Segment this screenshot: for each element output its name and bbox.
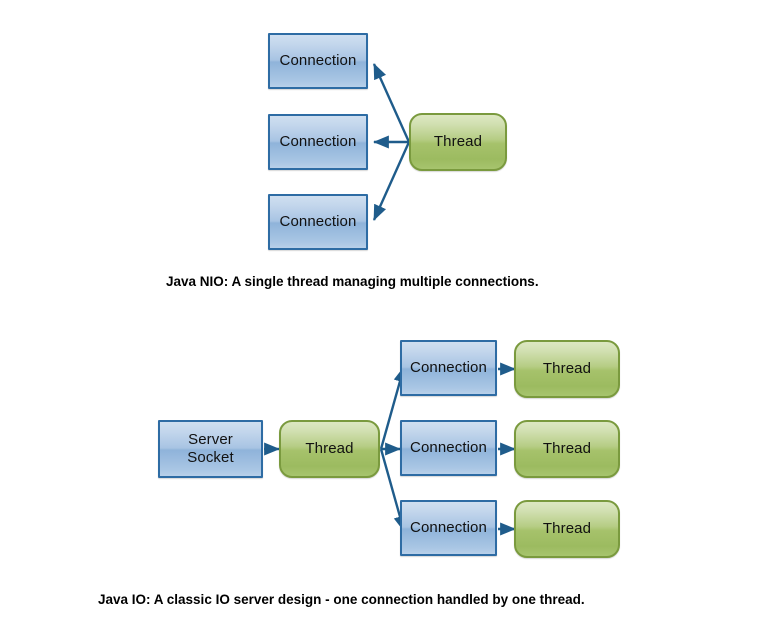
node-label: Server Socket [187,431,234,466]
node-label: Connection [279,133,357,150]
node-label: Thread [542,440,592,457]
nio-connection-node-3[interactable]: Connection [268,194,368,250]
nio-connection-node-1[interactable]: Connection [268,33,368,89]
node-label: Thread [433,133,483,150]
io-connection-node-1[interactable]: Connection [400,340,497,396]
node-label: Connection [410,439,487,456]
nio-connectors [372,63,411,221]
io-server-socket-node[interactable]: Server Socket [158,420,263,478]
nio-thread-node[interactable]: Thread [409,113,507,171]
io-thread-node-1[interactable]: Thread [514,340,620,398]
io-caption: Java IO: A classic IO server design - on… [98,592,585,607]
node-label: Connection [410,359,487,376]
node-label: Connection [279,213,357,230]
io-connection-node-2[interactable]: Connection [400,420,497,476]
io-thread-main-node[interactable]: Thread [279,420,380,478]
io-connection-node-3[interactable]: Connection [400,500,497,556]
nio-edge-thread-to-connection-1 [372,63,411,143]
node-label: Connection [410,519,487,536]
nio-caption: Java NIO: A single thread managing multi… [166,274,539,289]
nio-connection-node-2[interactable]: Connection [268,114,368,170]
io-thread-node-2[interactable]: Thread [514,420,620,478]
node-label: Connection [279,52,357,69]
io-thread-node-3[interactable]: Thread [514,500,620,558]
node-label: Thread [542,360,592,377]
node-label: Thread [542,520,592,537]
nio-edge-thread-to-connection-3 [372,141,411,221]
node-label: Thread [305,440,354,457]
